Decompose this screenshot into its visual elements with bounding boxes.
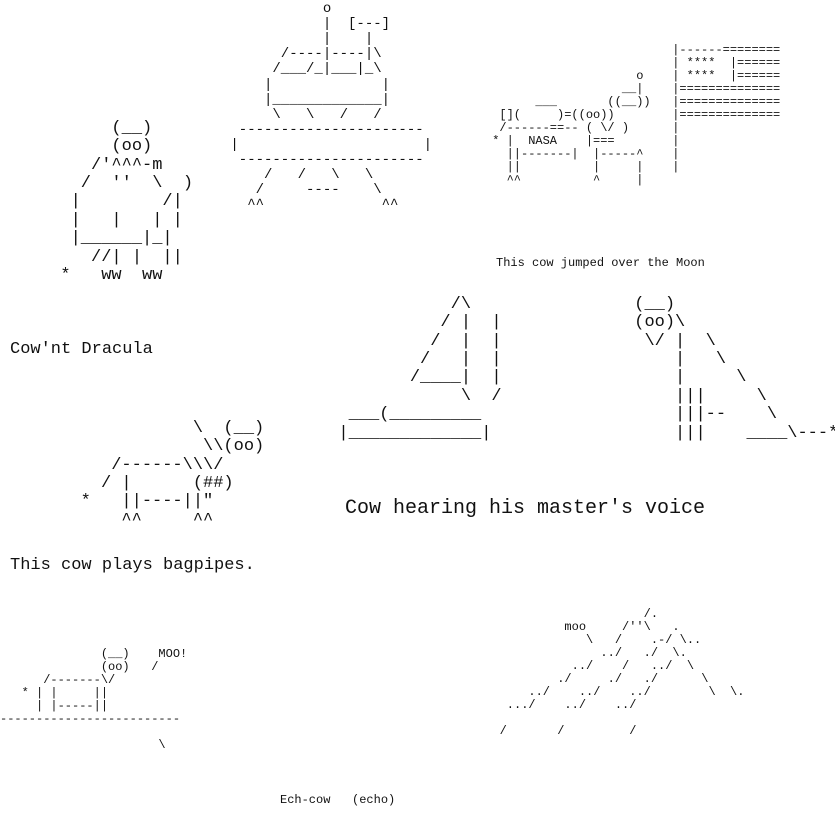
echo-cow-ascii-art: /. moo /''\ . \ / .-/ \.. ../ ./ \. ../ … — [499, 607, 745, 738]
moon-cow-caption: This cow jumped over the Moon — [496, 256, 705, 270]
master-voice-caption: Cow hearing his master's voice — [345, 497, 706, 520]
bagpipe-cow-ascii-art: \ (__) \\(oo) /------\\\/ / | (##) * ||-… — [80, 419, 265, 530]
echo-cow-caption: Ech-cow (echo) — [280, 793, 396, 807]
cow-dracula-ascii-art: (__) (oo) /'^^^-m / '' \ ) | /| | | | | … — [60, 119, 194, 285]
bagpipe-cow-caption: This cow plays bagpipes. — [10, 556, 255, 575]
spaceship-cow-ascii-art: o | [---] | | /----|----|\ /___/_|___|_\… — [230, 1, 433, 214]
moon-cow-ascii-art: |------======== | **** |====== o | **** … — [492, 43, 781, 187]
cow-dracula-caption: Cow'nt Dracula — [10, 340, 153, 359]
moo-cow-ascii-art: (__) MOO! (oo) / /-------\/ * | | || | |… — [0, 647, 188, 752]
master-voice-ascii-art: /\ (__) / | | (oo)\ / | | \/ | \ / | | |… — [338, 295, 835, 443]
